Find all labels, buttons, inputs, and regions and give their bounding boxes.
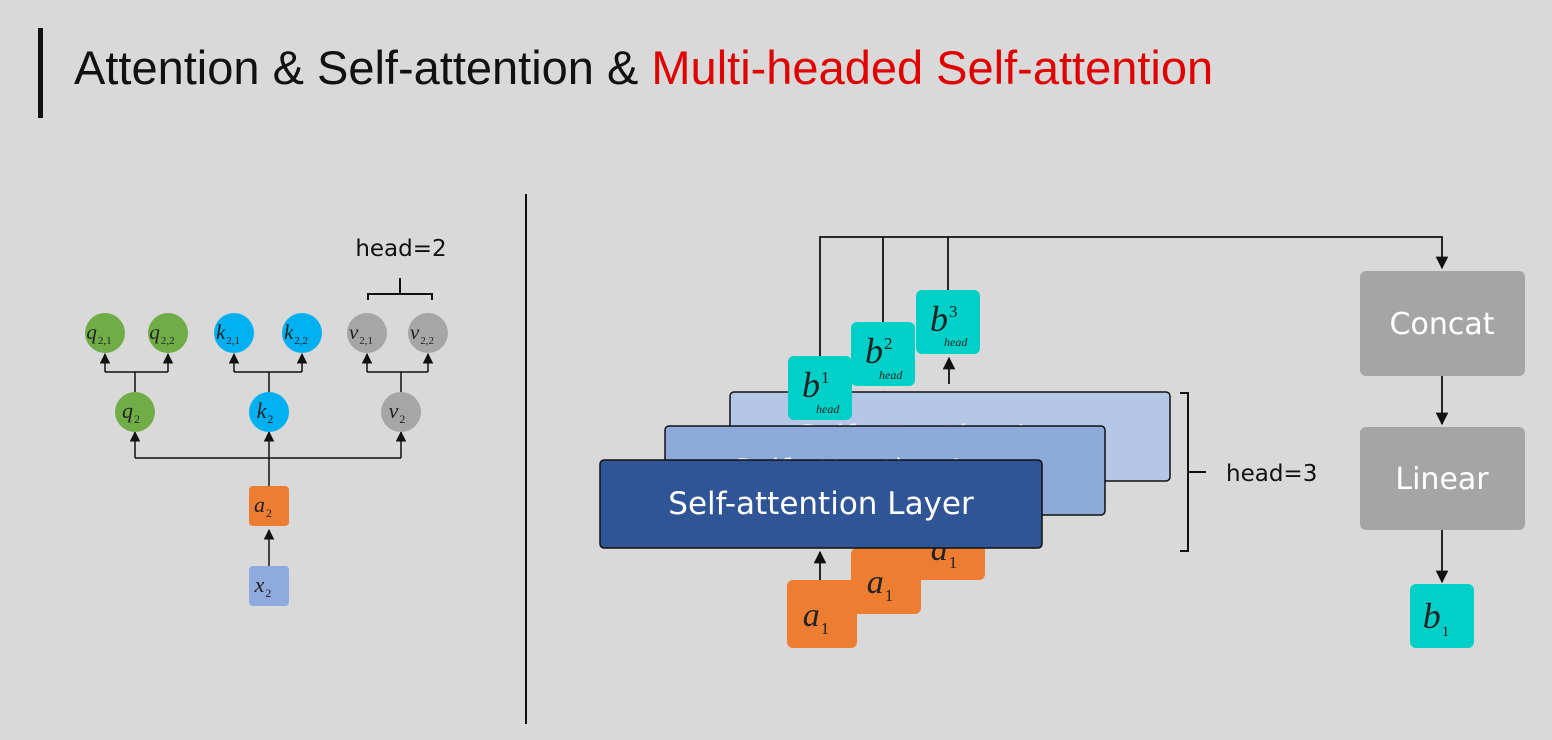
title-part-1: Attention & Self-attention & — [74, 41, 652, 94]
a2-box — [249, 486, 289, 526]
k2-label: k2 — [257, 398, 274, 426]
title-accent-bar — [38, 28, 43, 118]
a-block-mid — [851, 548, 921, 614]
k2-node — [249, 392, 289, 432]
left-diagram: head=2 x2 a2 q2 k2 v2 q2,1 q2,2 k2,1 k2,… — [85, 236, 448, 606]
right-head-label: head=3 — [1226, 461, 1317, 487]
a-mid-label: a1 — [867, 564, 894, 605]
b-head-2-box — [851, 322, 915, 386]
concat-label: Concat — [1390, 307, 1495, 342]
q22-label: q2,2 — [149, 320, 174, 347]
left-head-label: head=2 — [355, 236, 446, 262]
v22-label: v2,2 — [410, 320, 434, 347]
q21-label: q2,1 — [86, 320, 111, 347]
k21-label: k2,1 — [216, 320, 240, 347]
b-head-3-box — [916, 290, 980, 354]
q2-label: q2 — [122, 398, 140, 426]
linear-box — [1360, 427, 1525, 530]
v21-node — [347, 313, 387, 353]
v2-label: v2 — [389, 398, 406, 426]
linear-label: Linear — [1395, 462, 1489, 497]
q2-node — [115, 392, 155, 432]
output-b1-label: b1 — [1423, 596, 1450, 640]
q22-node — [148, 313, 188, 353]
a-block-front — [787, 580, 857, 648]
title-part-2: Multi-headed Self-attention — [651, 41, 1214, 94]
a2-label: a2 — [254, 492, 272, 520]
output-b1-box — [1410, 584, 1474, 648]
v2-node — [381, 392, 421, 432]
x2-label: x2 — [254, 572, 272, 600]
k22-node — [282, 313, 322, 353]
layer-front-label: Self-attention Layer — [668, 486, 974, 522]
b-head-1-box — [788, 356, 852, 420]
k22-label: k2,2 — [284, 320, 308, 347]
v21-label: v2,1 — [349, 320, 373, 347]
layer-front — [599, 459, 1043, 549]
right-diagram: head=3 a1 Self-attention Layer Self-atte… — [599, 236, 1525, 648]
v22-node — [408, 313, 448, 353]
slide-title: Attention & Self-attention & Multi-heade… — [74, 40, 1213, 96]
q21-node — [85, 313, 125, 353]
x2-box — [249, 566, 289, 606]
concat-box — [1360, 271, 1525, 376]
k21-node — [214, 313, 254, 353]
a-front-label: a1 — [803, 597, 830, 638]
